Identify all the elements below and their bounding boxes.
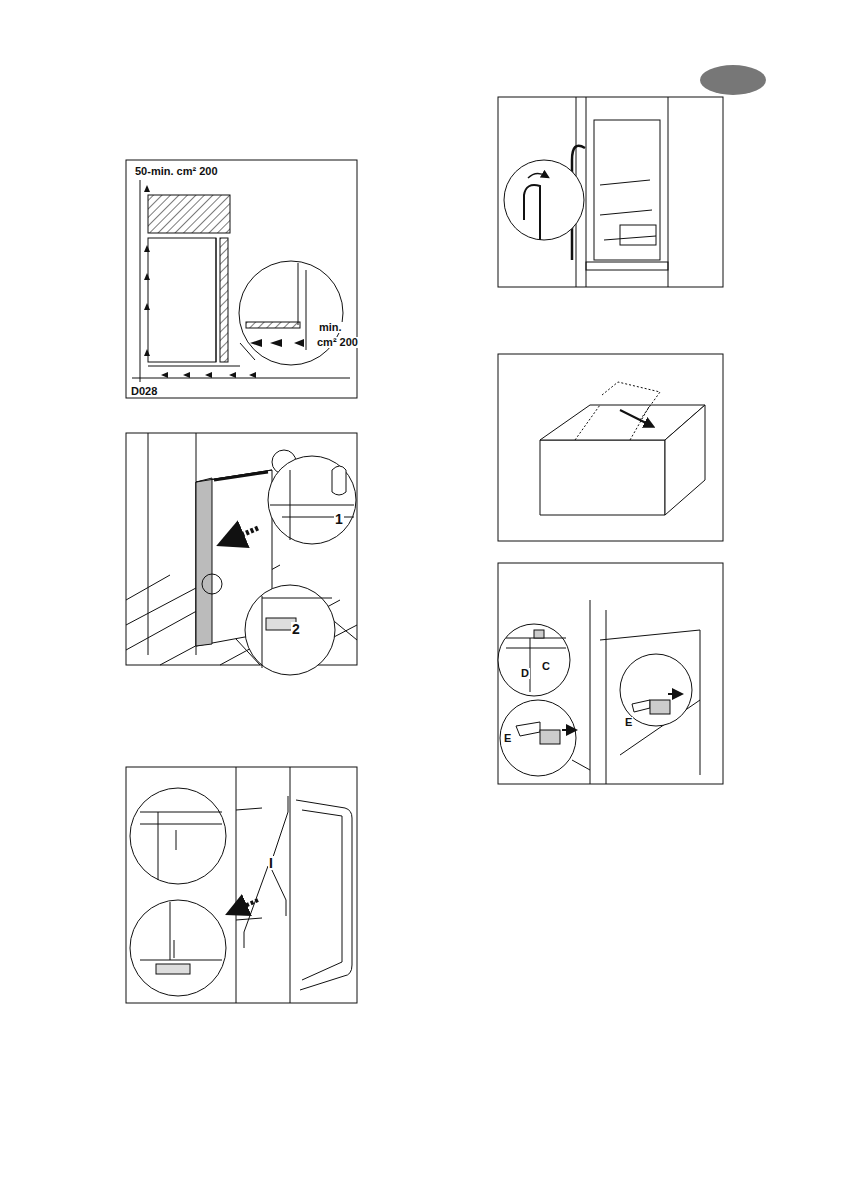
cover-figure [498, 354, 723, 541]
language-tab [700, 65, 766, 95]
dimension-label: min. [318, 322, 343, 333]
fixing-figure [126, 767, 357, 1003]
part-letter: C [541, 661, 551, 672]
ventilation-dimension: 50-min. cm² 200 [134, 166, 219, 177]
part-letter: E [624, 717, 633, 728]
covers-figure [498, 563, 723, 784]
part-letter: D [520, 668, 530, 679]
part-letter: E [503, 733, 512, 744]
push-in-figure [126, 433, 357, 675]
callout-number: 2 [291, 622, 301, 636]
callout-number: 1 [334, 512, 344, 526]
figure-code: D028 [130, 386, 158, 397]
dimension-label: cm² 200 [316, 337, 359, 348]
part-letter: I [268, 856, 274, 870]
seal-figure [498, 97, 723, 287]
ventilation-figure [126, 160, 357, 398]
